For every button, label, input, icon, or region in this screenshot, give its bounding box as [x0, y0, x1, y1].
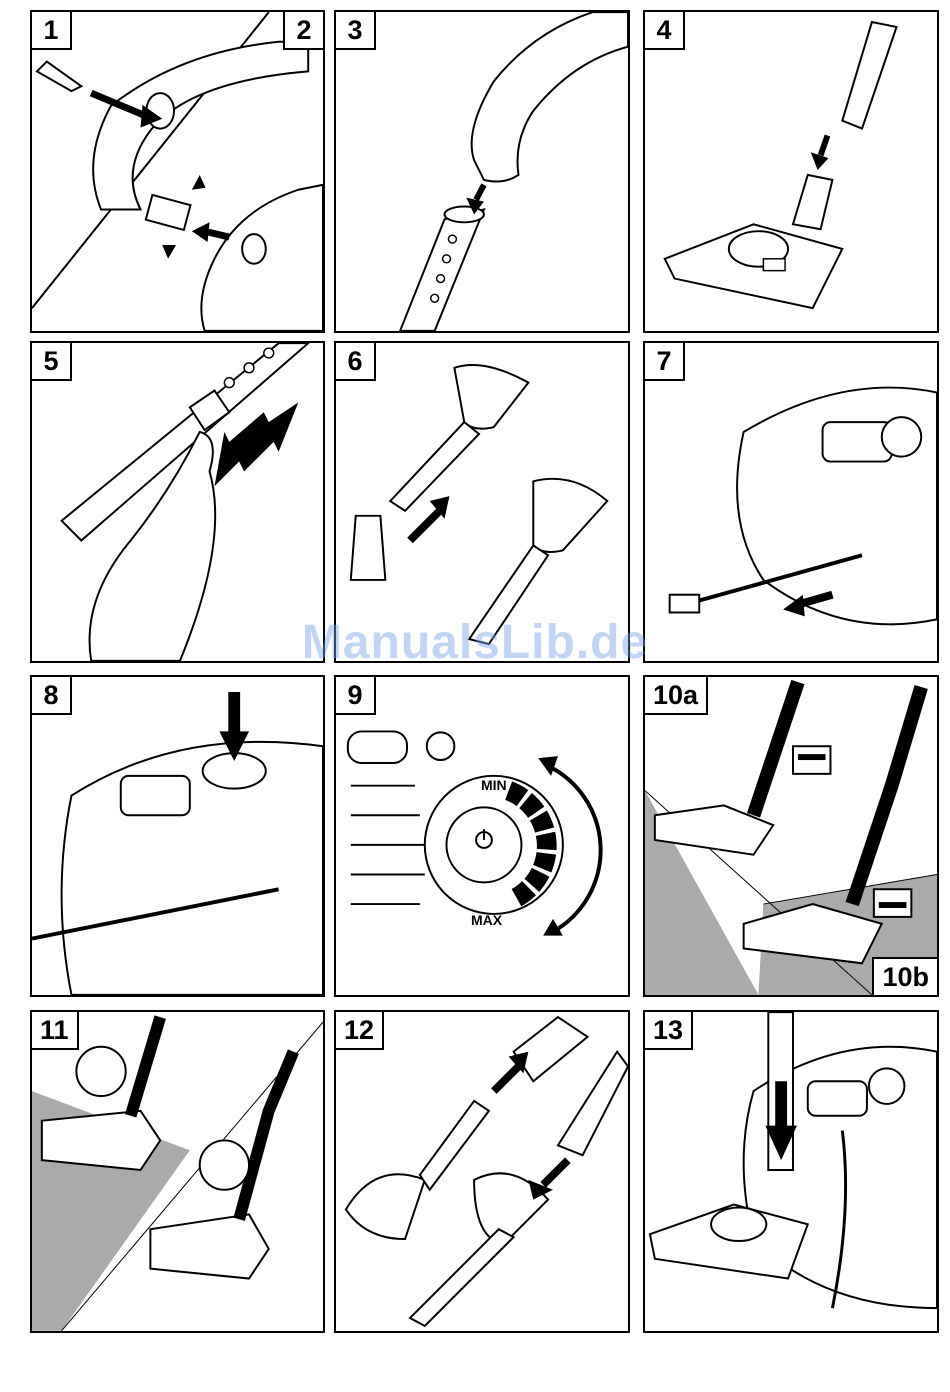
panel-number: 2 — [283, 12, 323, 50]
panel-number: 8 — [32, 677, 72, 715]
panel-8: 8 — [30, 675, 325, 997]
panel-number: 10a — [645, 677, 708, 715]
panel-number: 10b — [872, 957, 937, 995]
panel-number: 12 — [336, 1012, 384, 1050]
nozzle-storage-illustration — [336, 1012, 628, 1331]
tube-attach-illustration — [336, 12, 628, 331]
panel-number: 7 — [645, 343, 685, 381]
panel-number: 3 — [336, 12, 376, 50]
panel-number: 6 — [336, 343, 376, 381]
panel-13: 13 — [643, 1010, 939, 1333]
watermark: ManualsLib.de — [0, 615, 950, 670]
telescopic-tube-illustration — [32, 343, 323, 661]
panel-11: 11 — [30, 1010, 325, 1333]
panel-number: 11 — [32, 1012, 79, 1050]
accessory-nozzles-illustration — [336, 343, 628, 661]
panel-12: 12 — [334, 1010, 630, 1333]
panel-1-2: 1 2 — [30, 10, 325, 333]
parking-position-illustration — [645, 1012, 937, 1331]
panel-10: 10a 10b — [643, 675, 939, 997]
cord-rewind-illustration — [32, 677, 323, 995]
panel-number: 1 — [32, 12, 72, 50]
panel-9: 9 MIN MAX — [334, 675, 630, 997]
hard-floor-setting-icon — [874, 889, 911, 917]
panel-3: 3 — [334, 10, 630, 333]
panel-number: 9 — [336, 677, 376, 715]
panel-number: 5 — [32, 343, 72, 381]
floor-nozzle-illustration — [645, 12, 937, 331]
turbo-brush-illustration — [32, 1012, 323, 1331]
hose-connection-illustration — [32, 12, 323, 331]
panel-4: 4 — [643, 10, 939, 333]
power-cord-illustration — [645, 343, 937, 661]
min-label: MIN — [481, 777, 507, 793]
panel-number: 4 — [645, 12, 685, 50]
max-label: MAX — [471, 912, 502, 928]
nozzle-settings-illustration — [645, 677, 937, 995]
power-regulator-illustration — [336, 677, 628, 995]
carpet-setting-icon — [793, 746, 830, 774]
panel-number: 13 — [645, 1012, 693, 1050]
